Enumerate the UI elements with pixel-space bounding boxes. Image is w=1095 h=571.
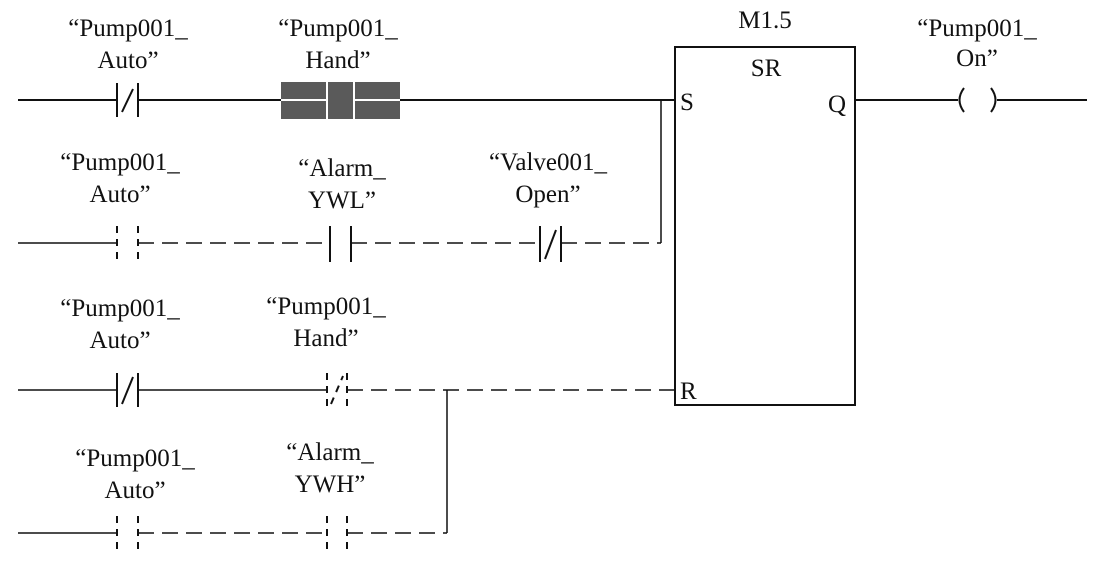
sr-pin-reset: R [680, 378, 697, 405]
contact-label-line1: “Pump001_ [75, 445, 195, 472]
contact-label-line1: “Pump001_ [60, 149, 180, 176]
no-contact-pump001-auto-dashed[interactable] [116, 226, 139, 262]
nc-contact-pump001-auto[interactable] [116, 373, 139, 407]
contact-label-line1: “Pump001_ [278, 15, 398, 42]
no-contact-pump001-auto-dashed[interactable] [116, 516, 139, 552]
sr-block-address: M1.5 [738, 7, 791, 34]
sr-block[interactable]: M1.5 SR S Q R [674, 7, 856, 406]
contact-label-line2: YWH” [295, 471, 366, 498]
contact-label-line1: “Pump001_ [68, 15, 188, 42]
nc-contact-pump001-hand-dashed[interactable] [326, 373, 348, 409]
coil-label-line2: On” [956, 45, 998, 72]
contact-label-line2: Auto” [104, 477, 165, 504]
contact-label-line2: Open” [515, 181, 580, 208]
contact-label-line1: “Valve001_ [489, 149, 608, 176]
rung-reset-main: “Pump001_ Auto” “Pump001_ Hand” [18, 293, 675, 409]
contact-label-line2: Auto” [89, 327, 150, 354]
contact-label-line2: Hand” [305, 47, 370, 74]
rung-reset-branch: “Pump001_ Auto” “Alarm_ YWH” [18, 390, 448, 552]
contact-label-line1: “Pump001_ [266, 293, 386, 320]
contact-label-line2: Auto” [97, 47, 158, 74]
contact-label-line1: “Alarm_ [298, 155, 386, 182]
sr-pin-set: S [680, 89, 694, 116]
output-coil[interactable]: “Pump001_ On” [855, 15, 1087, 113]
contact-label-line2: Auto” [89, 181, 150, 208]
coil-label-line1: “Pump001_ [917, 15, 1037, 42]
nc-contact-pump001-auto[interactable] [116, 83, 139, 117]
contact-label-line2: Hand” [293, 325, 358, 352]
contact-label-line1: “Alarm_ [286, 439, 374, 466]
contact-label-line2: YWL” [308, 187, 376, 214]
sr-pin-output: Q [828, 91, 846, 118]
nc-contact-valve001-open[interactable] [539, 226, 562, 262]
rung-set-branch: “Pump001_ Auto” “Alarm_ YWL” “Valve001_ … [18, 100, 662, 262]
sr-block-type: SR [751, 55, 782, 82]
coil-paren-right-icon [990, 87, 997, 113]
coil-paren-left-icon [958, 87, 965, 113]
no-contact-alarm-ywl[interactable] [329, 226, 352, 262]
rung-set-main: “Pump001_ Auto” “Pump001_ Hand” [18, 15, 675, 119]
sr-block-box [674, 46, 856, 406]
contact-label-line1: “Pump001_ [60, 295, 180, 322]
no-contact-alarm-ywh-dashed[interactable] [326, 516, 348, 552]
no-contact-pump001-hand-highlighted[interactable] [281, 82, 400, 119]
